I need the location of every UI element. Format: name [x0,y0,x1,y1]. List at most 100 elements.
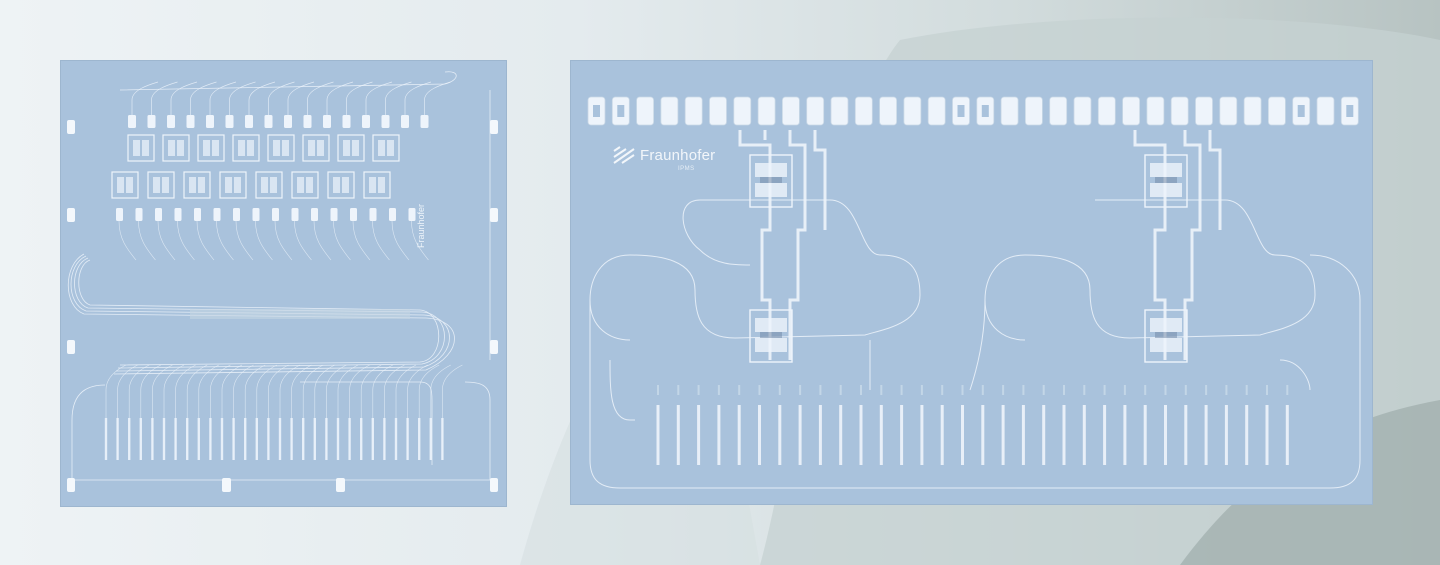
sensor-device-bottom [1150,338,1182,352]
sensor-device-frame [1144,154,1188,208]
left-sensor-bar [153,177,160,193]
left-bottom-electrode [278,418,282,460]
left-bottom-trace [337,364,359,460]
left-mid-trace [138,220,156,261]
left-sensor-bar [238,140,245,156]
left-bottom-trace [291,364,312,460]
left-bottom-trace [372,364,393,460]
right-electrode [1285,405,1289,465]
right-electrode [1103,405,1107,465]
right-electrode-label-mark [1286,385,1289,395]
left-top-pad [420,115,429,128]
left-bottom-electrode [325,418,328,460]
left-top-trace [424,81,451,115]
left-sensor-bar [378,140,385,156]
left-edge-tab [67,478,75,492]
left-sensor-bar [133,140,140,156]
left-sensor-bar [333,177,340,193]
right-electrode [676,405,680,465]
right-sensor-devices [749,154,1188,363]
right-electrode [697,405,701,465]
left-bottom-electrode [360,418,363,460]
left-bottom-electrode [406,418,409,460]
right-electrode-label-mark [1002,385,1005,395]
left-side-tabs [67,120,498,492]
right-electrode-label-mark [1245,385,1248,395]
left-bottom-trace [349,364,370,460]
sensor-device-frame [749,309,793,363]
left-bottom-electrode [348,418,351,460]
right-electrode [758,405,761,465]
right-edge-tab [490,478,498,492]
right-electrode-label-mark [920,385,923,395]
left-mid-trace [411,220,429,261]
right-top-pad [1268,96,1286,126]
left-bottom-electrode [116,418,119,460]
left-bottom-electrode [255,418,258,460]
left-bottom-trace [418,364,440,460]
left-top-trace [248,81,276,115]
right-electrode-label-mark [1184,385,1187,395]
left-bottom-electrode [232,418,235,460]
left-mid-pad [194,208,201,221]
left-sensor-cell [197,134,225,162]
left-top-pad-row [128,81,451,128]
right-electrode [818,405,822,465]
left-sensor-bar [343,140,350,156]
left-mid-pad [213,208,221,221]
chip-right-layout [587,96,1361,489]
left-bottom-electrode [394,418,398,460]
left-bottom-trace [140,364,161,460]
left-bottom-electrode [429,418,432,460]
left-sensor-bar [162,177,169,193]
right-edge-tab [490,120,498,134]
left-sensor-bar [387,140,394,156]
right-edge-tab [490,340,498,354]
right-electrode-label-mark [1225,385,1228,395]
left-top-pad [303,115,312,128]
left-mid-pad [252,208,260,221]
right-electrode-label-mark [657,385,659,395]
right-top-pad [1000,96,1019,126]
left-top-trace [346,81,373,115]
left-mid-trace [333,220,351,261]
left-sensor-bar [282,140,289,156]
right-top-pad [1049,96,1068,126]
left-sensor-cell [183,171,211,199]
left-bottom-trace [268,364,289,460]
right-top-pad-row [587,96,1359,126]
left-sensor-bar [234,177,241,193]
bottom-edge-tab [336,478,345,492]
right-electrode-label-mark [778,385,781,395]
left-bottom-electrode [371,418,374,460]
right-electrode [778,405,782,465]
left-top-pad [342,115,351,128]
right-electrode-label-mark [900,385,903,395]
mems-chip-right [570,60,1373,505]
right-electrode [920,405,924,465]
left-mid-pad [291,208,299,221]
left-sensor-bar [308,140,315,156]
left-sensor-cells [111,134,429,261]
left-bottom-electrode [290,418,293,460]
right-top-pad [1024,96,1043,126]
right-top-pad-h-gap [593,105,600,117]
chip-left-layout [67,71,498,492]
sensor-device-bottom [755,338,787,352]
left-bottom-trace [326,364,347,460]
left-sensor-cell [232,134,260,162]
left-bottom-electrode [383,418,386,460]
right-electrode-label-mark [758,385,761,395]
right-electrode [1123,405,1127,465]
left-sensor-bar [297,177,304,193]
right-electrode [1143,405,1147,465]
left-bottom-electrode [336,418,340,460]
left-mid-pad [116,208,123,221]
right-electrode [1164,405,1167,465]
fraunhofer-logo: Fraunhofer IPMS [612,144,722,184]
left-mid-pad [311,208,318,221]
left-sensor-bar [142,140,149,156]
left-bottom-trace [117,364,138,460]
right-top-pad [709,96,727,126]
left-top-trace [190,81,217,115]
